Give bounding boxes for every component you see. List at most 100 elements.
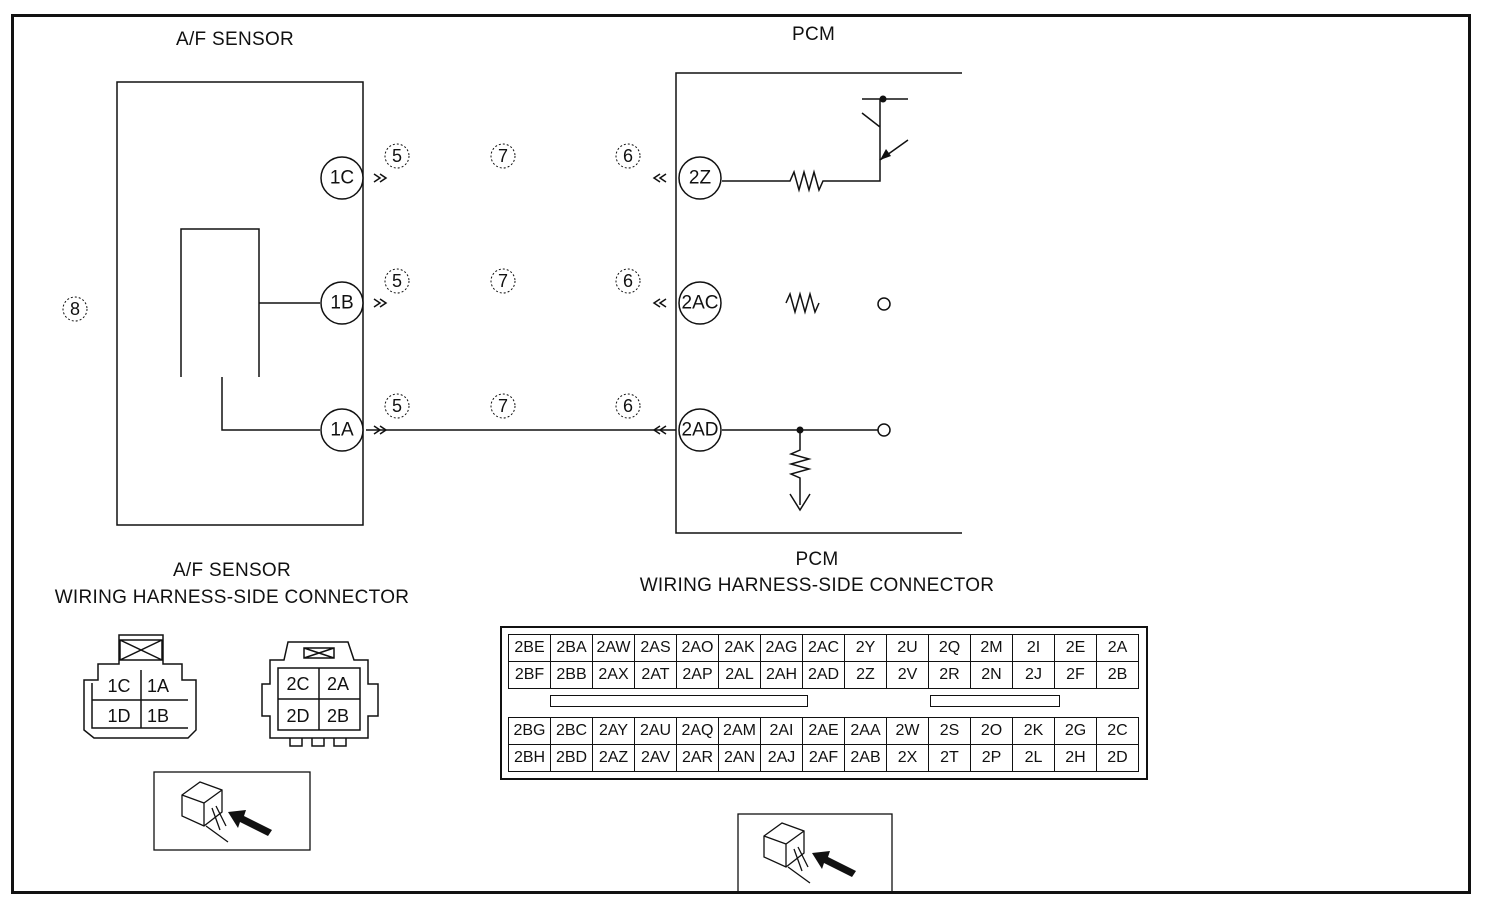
sensor-pin-1a-label: 1A bbox=[330, 420, 354, 441]
pcm-terminal-cell: 2N bbox=[970, 661, 1013, 689]
pcm-terminal-cell: 2K bbox=[1012, 717, 1055, 745]
pcm-terminal-cell: 2AP bbox=[676, 661, 719, 689]
conn-a-1d: 1D bbox=[107, 706, 130, 726]
pcm-terminal-cell: 2AS bbox=[634, 634, 677, 662]
callout-6: 6 bbox=[623, 146, 633, 166]
sensor-connector-a bbox=[83, 634, 197, 739]
sensor-connector-title-2: WIRING HARNESS-SIDE CONNECTOR bbox=[54, 587, 410, 608]
pcm-terminal-cell: 2BC bbox=[550, 717, 593, 745]
pcm-terminal-cell: 2W bbox=[886, 717, 929, 745]
pcm-terminal-cell: 2AV bbox=[634, 744, 677, 772]
sensor-connector-b bbox=[261, 641, 379, 747]
pcm-terminal-cell: 2A bbox=[1096, 634, 1139, 662]
conn-a-1c: 1C bbox=[107, 676, 130, 696]
conn-a-1b: 1B bbox=[147, 706, 169, 726]
pcm-terminal-cell: 2AR bbox=[676, 744, 719, 772]
sensor-element bbox=[180, 228, 260, 377]
pcm-terminal-cell: 2L bbox=[1012, 744, 1055, 772]
pcm-terminal-cell: 2BH bbox=[508, 744, 551, 772]
pcm-key-slot-right bbox=[930, 695, 1060, 707]
pcm-connector-title-2: WIRING HARNESS-SIDE CONNECTOR bbox=[639, 575, 995, 596]
conn-a-1a: 1A bbox=[147, 676, 169, 696]
pcm-terminal-cell: 2C bbox=[1096, 717, 1139, 745]
pcm-connector-title-1: PCM bbox=[795, 549, 839, 570]
pcm-terminal-cell: 2AQ bbox=[676, 717, 719, 745]
pcm-terminal-cell: 2AT bbox=[634, 661, 677, 689]
callout-5: 5 bbox=[392, 146, 402, 166]
pcm-terminal-cell: 2Q bbox=[928, 634, 971, 662]
pcm-terminal-cell: 2AX bbox=[592, 661, 635, 689]
callout-5: 5 bbox=[392, 271, 402, 291]
pcm-terminal-cell: 2M bbox=[970, 634, 1013, 662]
sensor-pin-1a bbox=[320, 408, 364, 452]
pcm-terminal-cell: 2AF bbox=[802, 744, 845, 772]
conn-b-2a: 2A bbox=[327, 674, 349, 694]
pcm-terminal-cell: 2F bbox=[1054, 661, 1097, 689]
pcm-terminal-cell: 2AW bbox=[592, 634, 635, 662]
sensor-connector-title-1: A/F SENSOR bbox=[172, 560, 292, 581]
conn-b-2d: 2D bbox=[286, 706, 309, 726]
callout-7: 7 bbox=[498, 271, 508, 291]
pcm-terminal-cell: 2D bbox=[1096, 744, 1139, 772]
pcm-terminal-cell: 2AG bbox=[760, 634, 803, 662]
callout-7: 7 bbox=[498, 146, 508, 166]
pcm-terminal-cell: 2AL bbox=[718, 661, 761, 689]
pcm-key-slot-left bbox=[550, 695, 808, 707]
pcm-terminal-cell: 2AD bbox=[802, 661, 845, 689]
pcm-terminal-cell: 2G bbox=[1054, 717, 1097, 745]
pcm-terminal-cell: 2Z bbox=[844, 661, 887, 689]
pcm-terminal-cell: 2AA bbox=[844, 717, 887, 745]
pcm-pin-2z bbox=[678, 156, 722, 200]
pcm-terminal-cell: 2H bbox=[1054, 744, 1097, 772]
callout-6: 6 bbox=[623, 271, 633, 291]
sensor-pin-1c bbox=[320, 156, 364, 200]
callout-7: 7 bbox=[498, 396, 508, 416]
pcm-terminal-cell: 2AJ bbox=[760, 744, 803, 772]
pcm-pin-2ad bbox=[678, 408, 722, 452]
pcm-pin-2ad-label: 2AD bbox=[682, 420, 719, 441]
pcm-terminal-cell: 2AI bbox=[760, 717, 803, 745]
pcm-terminal-cell: 2AE bbox=[802, 717, 845, 745]
pcm-terminal-cell: 2AO bbox=[676, 634, 719, 662]
pcm-terminal-cell: 2BF bbox=[508, 661, 551, 689]
sensor-pin-1b-label: 1B bbox=[330, 293, 353, 314]
pcm-terminal-cell: 2AB bbox=[844, 744, 887, 772]
pcm-pin-2ac bbox=[678, 281, 722, 325]
pcm-terminal-cell: 2AY bbox=[592, 717, 635, 745]
sensor-pin-1b bbox=[320, 281, 364, 325]
pcm-terminal-cell: 2AC bbox=[802, 634, 845, 662]
pcm-pin-2z-label: 2Z bbox=[689, 168, 712, 189]
pcm-terminal-cell: 2T bbox=[928, 744, 971, 772]
pcm-terminal-cell: 2BD bbox=[550, 744, 593, 772]
pcm-connector bbox=[500, 626, 1148, 780]
pcm-terminal-cell: 2BE bbox=[508, 634, 551, 662]
pcm-terminal-cell: 2E bbox=[1054, 634, 1097, 662]
pcm-terminal-cell: 2O bbox=[970, 717, 1013, 745]
pcm-terminal-cell: 2BB bbox=[550, 661, 593, 689]
pcm-terminal-cell: 2AU bbox=[634, 717, 677, 745]
pcm-terminal-cell: 2S bbox=[928, 717, 971, 745]
pcm-terminal-cell: 2AN bbox=[718, 744, 761, 772]
pcm-terminal-cell: 2BA bbox=[550, 634, 593, 662]
pcm-pin-2ac-label: 2AC bbox=[682, 293, 719, 314]
conn-b-2b: 2B bbox=[327, 706, 349, 726]
pcm-title: PCM bbox=[792, 24, 836, 45]
callout-8: 8 bbox=[70, 299, 80, 319]
pcm-terminal-cell: 2V bbox=[886, 661, 929, 689]
pcm-terminal-cell: 2P bbox=[970, 744, 1013, 772]
pcm-terminal-cell: 2AM bbox=[718, 717, 761, 745]
pcm-terminal-cell: 2U bbox=[886, 634, 929, 662]
sensor-pin-1c-label: 1C bbox=[330, 168, 354, 189]
pcm-terminal-cell: 2J bbox=[1012, 661, 1055, 689]
pcm-terminal-cell: 2R bbox=[928, 661, 971, 689]
pcm-terminal-cell: 2AZ bbox=[592, 744, 635, 772]
pcm-terminal-cell: 2I bbox=[1012, 634, 1055, 662]
sensor-title: A/F SENSOR bbox=[176, 29, 295, 50]
pcm-terminal-cell: 2BG bbox=[508, 717, 551, 745]
conn-b-2c: 2C bbox=[286, 674, 309, 694]
view-direction-icon bbox=[153, 771, 893, 893]
pcm-box bbox=[675, 72, 962, 534]
